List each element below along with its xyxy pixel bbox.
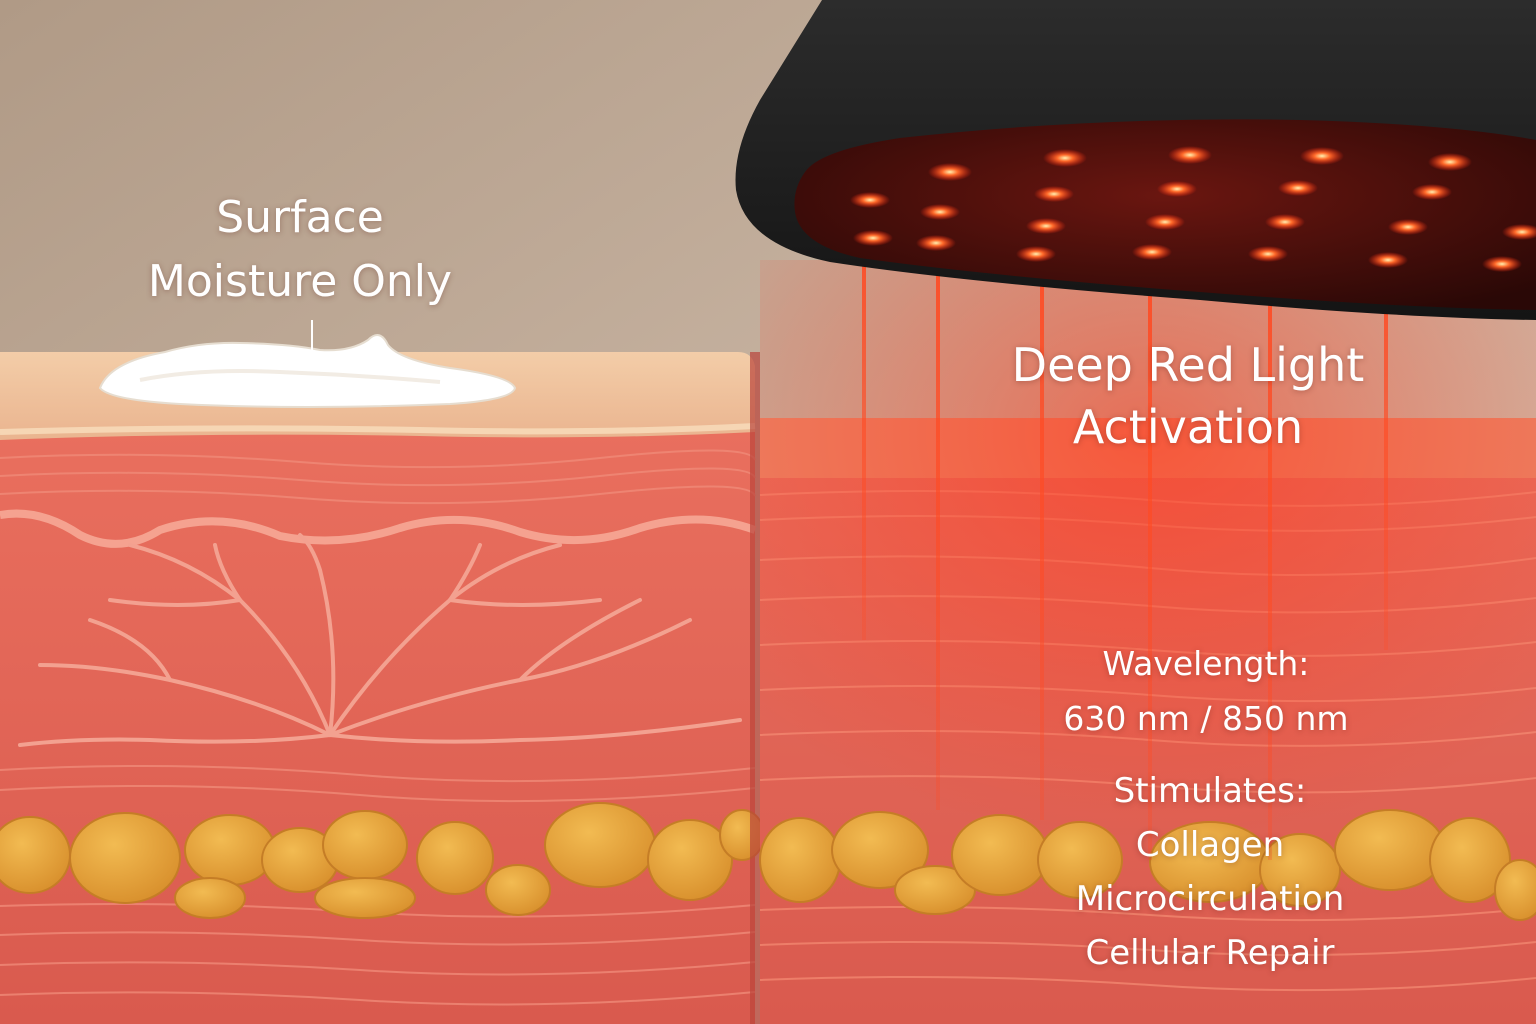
led [1412,184,1452,200]
led [916,235,956,251]
led [1026,218,1066,234]
led [1168,146,1212,164]
light-beam [936,230,940,810]
led [1300,147,1344,165]
cream-highlight [139,369,441,384]
led [1265,214,1305,230]
surface-label-line1: Surface [216,192,384,243]
light-beams [862,220,1388,860]
led [1016,246,1056,262]
light-beam [1268,240,1272,860]
wavelength-label: Wavelength: 630 nm / 850 nm [1006,636,1406,746]
activation-title-line1: Deep Red Light [1011,338,1365,392]
led [928,163,972,181]
light-beam [862,220,866,640]
led [1145,214,1185,230]
stimulates-label: Stimulates: Collagen Microcirculation Ce… [990,764,1430,980]
red-light-activation-label: Deep Red Light Activation [960,334,1416,458]
red-light-device [735,0,1536,320]
led [1388,219,1428,235]
benefit-item: Collagen [1135,825,1285,865]
wavelength-heading: Wavelength: [1102,644,1310,683]
led [850,192,890,208]
led [853,230,893,246]
led [1278,180,1318,196]
wavelength-value: 630 nm / 850 nm [1063,699,1349,738]
led [1132,244,1172,260]
left-skin-block [0,320,765,1024]
light-beam [1148,240,1152,860]
led [1502,224,1536,240]
led [1428,153,1472,171]
stimulates-heading: Stimulates: [1113,771,1307,811]
left-dermal-edge [0,509,757,548]
benefit-item: Microcirculation [1075,879,1345,919]
light-beam [1040,240,1044,820]
led [1034,186,1074,202]
benefit-item: Cellular Repair [1085,933,1335,973]
led-array [850,146,1536,272]
led [1368,252,1408,268]
left-block-edge [750,352,760,1024]
left-fat-layer [0,802,765,919]
left-epidermis-edge [0,423,756,435]
left-strata-upper [0,449,756,505]
left-dermis [0,430,755,1024]
led [1043,149,1087,167]
activation-title-line2: Activation [1072,400,1304,454]
light-beam [1384,250,1388,650]
led [1482,256,1522,272]
led [1248,246,1288,262]
left-capillary-network [18,533,742,747]
cream-dollop [98,334,517,408]
led [1157,181,1197,197]
left-strata-lower [0,765,756,1006]
led [920,204,960,220]
surface-label-line2: Moisture Only [147,256,453,307]
surface-moisture-label: Surface Moisture Only [80,186,520,314]
